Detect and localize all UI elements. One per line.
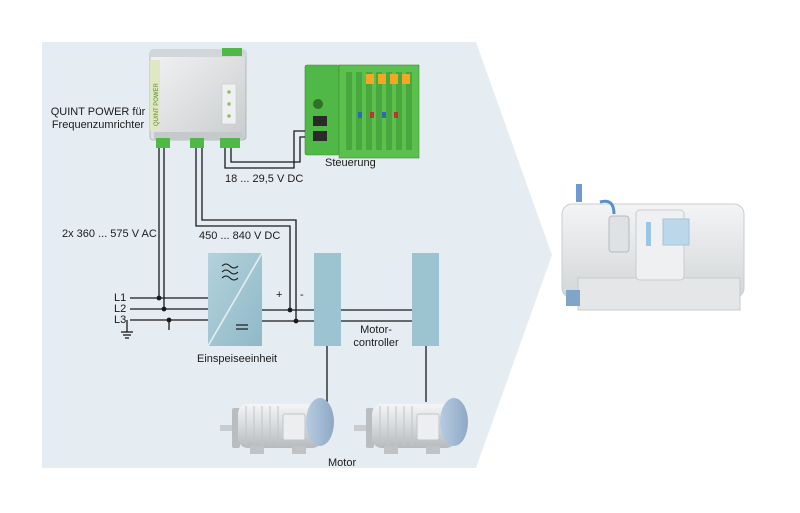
cnc-machine: [561, 184, 745, 311]
feed-unit-label: Einspeiseeinheit: [197, 353, 278, 365]
motor-controller-label-line2: controller: [353, 337, 399, 349]
control-label: Steuerung: [325, 157, 376, 169]
motor-1: [220, 398, 334, 454]
feed-unit: [207, 252, 263, 347]
motor-2: [354, 398, 468, 454]
plc-io-modules: [346, 72, 412, 150]
motor-controller-label: Motor- controller: [346, 324, 406, 350]
junction-dots: [156, 295, 299, 324]
psu-title: QUINT POWER für Frequenzumrichter: [40, 106, 156, 132]
dc-plus-label: +: [276, 289, 283, 301]
motor-controller-2: [412, 253, 439, 346]
dc-minus-label: -: [300, 289, 304, 301]
plc-controller: [304, 64, 420, 159]
psu-title-line2: Frequenzumrichter: [51, 119, 145, 131]
motor-controller-1: [314, 253, 341, 346]
psu-brand-text: QUINT POWER: [154, 82, 160, 126]
background-arrow-panel: [42, 42, 552, 468]
phase-l2-label: L2: [114, 303, 127, 315]
dc-low-voltage-label: 18 ... 29,5 V DC: [225, 173, 304, 185]
quint-power-supply: QUINT POWER: [149, 48, 247, 148]
motor-controller-label-line1: Motor-: [360, 324, 392, 336]
motor-label: Motor: [328, 457, 357, 469]
phase-l3-label: L3: [114, 314, 127, 326]
wiring: [121, 130, 427, 402]
phase-l1-label: L1: [114, 292, 127, 304]
psu-title-line1: QUINT POWER für: [50, 106, 146, 118]
ac-input-voltage-label: 2x 360 ... 575 V AC: [62, 228, 157, 240]
dc-high-voltage-label: 450 ... 840 V DC: [199, 230, 281, 242]
